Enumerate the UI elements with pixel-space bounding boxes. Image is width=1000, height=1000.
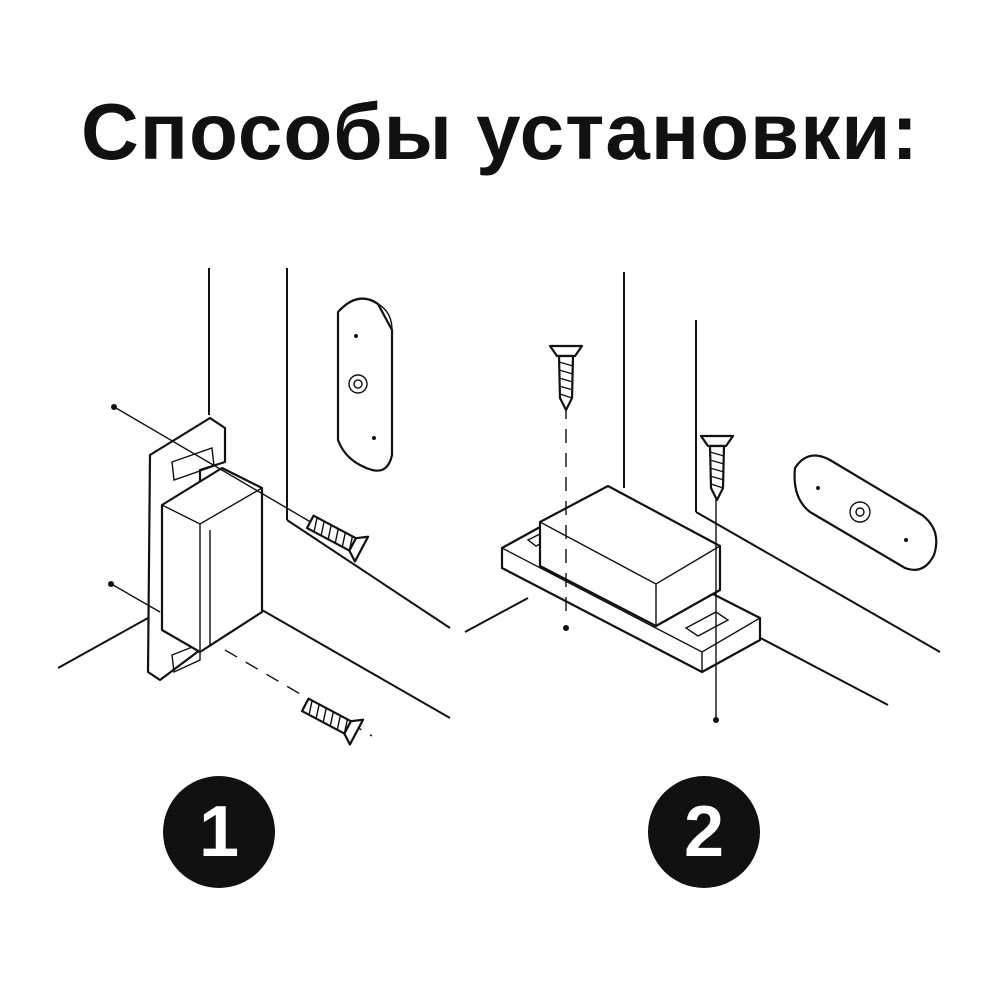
method-1-illustration [57,268,451,746]
strike-plate-icon [793,454,938,571]
method-1-badge: 1 [163,776,275,888]
page-title: Способы установки: [80,87,920,176]
screw-icon [548,344,584,412]
cabinet-lines-2 [464,272,941,706]
method-2-badge: 2 [648,776,760,888]
screw-icon [300,697,365,746]
magnetic-catch-icon [146,416,264,682]
method-2-illustration [464,272,941,723]
screw-icon [699,434,735,502]
cabinet-lines-1 [57,268,451,719]
magnetic-catch-icon [500,484,762,674]
strike-plate-icon [336,297,394,472]
screw-icon [305,514,370,563]
